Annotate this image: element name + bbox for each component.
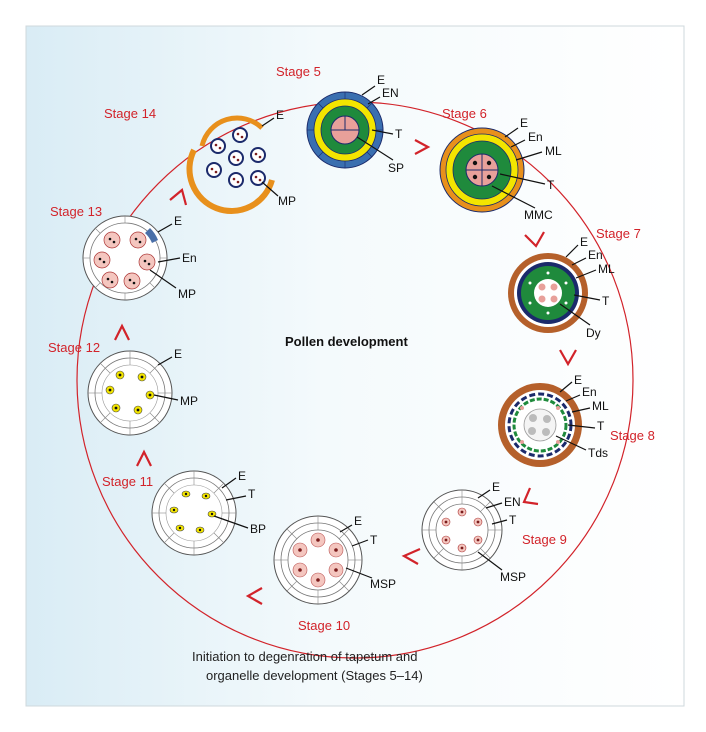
stage-5-label-e: E — [377, 73, 385, 87]
stage-7-label-e: E — [580, 235, 588, 249]
stage-6-label-e: E — [520, 116, 528, 130]
stage-7-pointers — [559, 244, 601, 326]
stage-9-anther — [421, 489, 503, 571]
stage-8-label-ml: ML — [592, 399, 609, 413]
stage-6-anther — [439, 127, 525, 213]
stage-8-label-e: E — [574, 373, 582, 387]
stage-11-pointers — [213, 477, 249, 529]
stage-6-label-t: T — [547, 178, 555, 192]
stage-10-anther — [273, 515, 363, 605]
stage-13-label: Stage 13 — [50, 204, 102, 219]
stage-9-label-en: EN — [504, 495, 521, 509]
stage-7-anther — [508, 253, 588, 333]
arrow-8-9 — [522, 487, 539, 506]
stage-6-label-mmc: MMC — [524, 208, 553, 222]
stage-12-label: Stage 12 — [48, 340, 100, 355]
stage-11-anther — [151, 470, 237, 556]
stage-12-label-e: E — [174, 347, 182, 361]
stage-8-label: Stage 8 — [610, 428, 655, 443]
stage-13-label-e: E — [174, 214, 182, 228]
stage-5-label-t: T — [395, 127, 403, 141]
stage-12-anther — [87, 350, 173, 436]
stage-12-pointers — [153, 356, 179, 401]
stage-7-label-ml: ML — [598, 262, 615, 276]
stage-7-label-en: En — [588, 248, 603, 262]
stage-6-label: Stage 6 — [442, 106, 487, 121]
stage-13-label-mp: MP — [178, 287, 196, 301]
stage-10-label-e: E — [354, 514, 362, 528]
stage-6-label-en: En — [528, 130, 543, 144]
stage-11-label-e: E — [238, 469, 246, 483]
arrow-9-10 — [401, 547, 421, 565]
arrow-13-14 — [169, 188, 188, 206]
stage-10-pointers — [339, 524, 373, 579]
stage-6-pointers — [491, 127, 546, 209]
stage-5-anther — [306, 91, 384, 169]
stage-13-anther — [82, 215, 168, 301]
stage-14-label: Stage 14 — [104, 106, 156, 121]
stage-13-label-en: En — [182, 251, 197, 265]
stage-8-anther — [498, 383, 582, 467]
stage-14-label-mp: MP — [278, 194, 296, 208]
stage-7-label-dy: Dy — [586, 326, 601, 340]
diagram-title: Pollen development — [285, 334, 408, 349]
stage-11-label-bp: BP — [250, 522, 266, 536]
stage-5-label-en: EN — [382, 86, 399, 100]
stage-9-label: Stage 9 — [522, 532, 567, 547]
stage-5-pointers — [356, 85, 394, 161]
stage-8-label-tds: Tds — [588, 446, 608, 460]
stage-13-pointers — [149, 223, 181, 289]
caption-line-2: organelle development (Stages 5–14) — [206, 668, 423, 683]
stage-8-label-t: T — [597, 419, 605, 433]
arrow-5-6 — [414, 139, 431, 155]
stage-14-label-e: E — [276, 108, 284, 122]
stage-5-label: Stage 5 — [276, 64, 321, 79]
stage-9-label-t: T — [509, 513, 517, 527]
stage-9-pointers — [477, 489, 508, 571]
stage-8-pointers — [555, 381, 596, 451]
caption-line-1: Initiation to degenration of tapetum and — [192, 649, 418, 664]
stage-14-anther — [186, 115, 275, 214]
arrow-6-7 — [524, 231, 545, 248]
stage-7-label: Stage 7 — [596, 226, 641, 241]
stage-10-label-msp: MSP — [370, 577, 396, 591]
stage-10-label: Stage 10 — [298, 618, 350, 633]
arrow-12-13 — [114, 323, 130, 341]
stage-6-label-ml: ML — [545, 144, 562, 158]
stage-9-label-e: E — [492, 480, 500, 494]
stage-10-label-t: T — [370, 533, 378, 547]
stage-11-label-t: T — [248, 487, 256, 501]
stage-12-label-mp: MP — [180, 394, 198, 408]
stage-9-label-msp: MSP — [500, 570, 526, 584]
arrow-7-8 — [559, 349, 577, 367]
arrow-10-11 — [245, 587, 263, 605]
stage-8-label-en: En — [582, 385, 597, 399]
cycle-arrows — [114, 139, 577, 605]
stage-14-pointers — [261, 117, 279, 197]
stage-7-label-t: T — [602, 294, 610, 308]
stage-11-label: Stage 11 — [102, 474, 153, 489]
arrow-11-12 — [136, 449, 152, 467]
stage-5-label-sp: SP — [388, 161, 404, 175]
